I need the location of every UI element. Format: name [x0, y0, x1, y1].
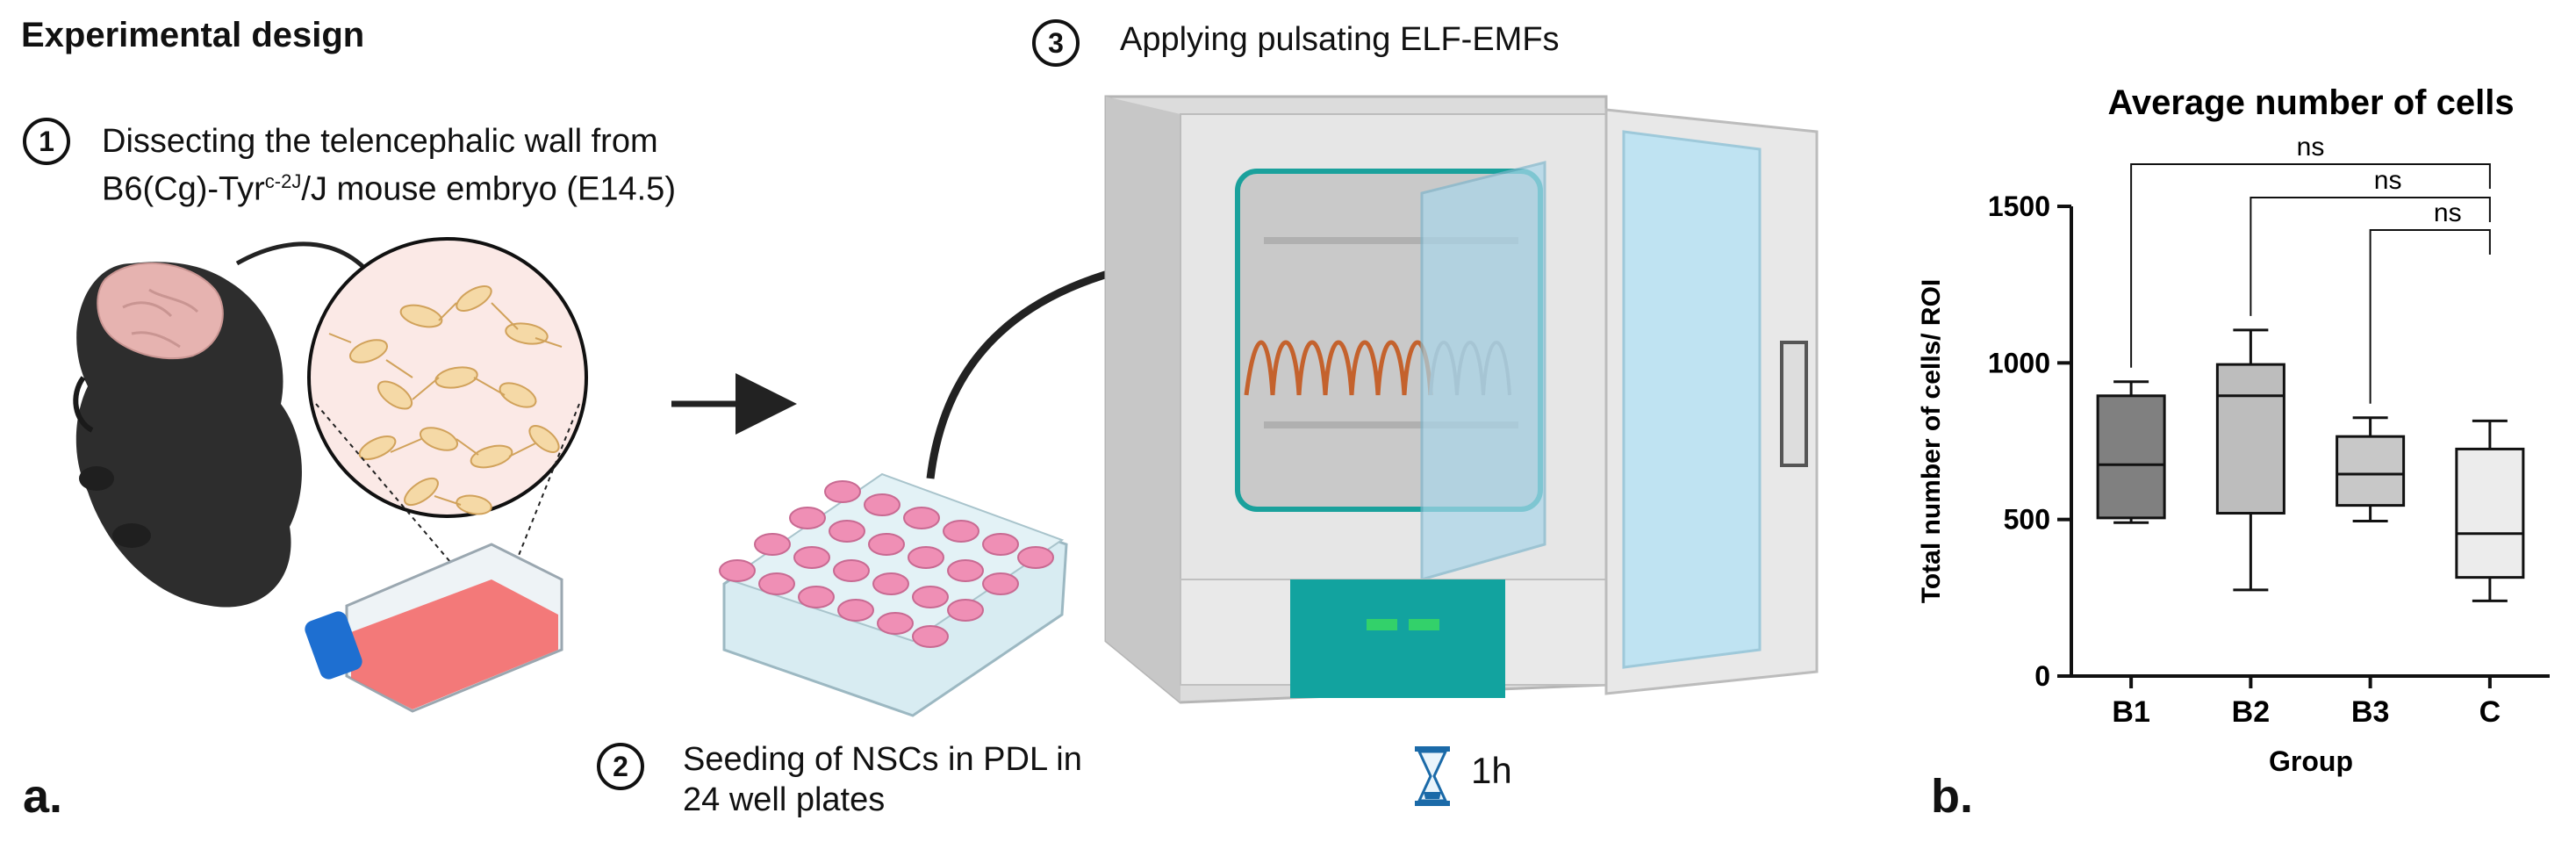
step3-number: 3	[1032, 19, 1080, 67]
boxplot-chart: Average number of cells Total number of …	[1917, 83, 2550, 777]
chart-title: Average number of cells	[2107, 83, 2514, 122]
hourglass-icon	[1415, 746, 1450, 806]
significance-bracket	[2369, 229, 2491, 404]
box-B1	[2096, 394, 2166, 520]
strain-name: B6(Cg)-Tyr	[102, 170, 265, 208]
box-B3	[2336, 435, 2406, 507]
mouse-embryo-icon	[73, 262, 302, 608]
strain-suffix: /J mouse embryo (E14.5)	[301, 170, 676, 208]
x-tick-label: B3	[2351, 695, 2389, 729]
panel-a-label: a.	[23, 770, 63, 823]
duration-text: 1h	[1471, 750, 1512, 791]
figure-title: Experimental design	[21, 16, 365, 54]
x-axis-label: Group	[2269, 745, 2353, 777]
significance-label: ns	[2374, 166, 2402, 195]
y-tick-label: 0	[2034, 660, 2050, 692]
step1-number: 1	[23, 118, 70, 165]
step3-text: Applying pulsating ELF-EMFs	[1120, 21, 1560, 58]
box-C	[2455, 447, 2525, 579]
step2-line1: Seeding of NSCs in PDL in	[683, 741, 1082, 778]
x-tick-label: B2	[2232, 695, 2270, 729]
step2-line2: 24 well plates	[683, 781, 886, 818]
step1-line2: B6(Cg)-Tyrc-2J/J mouse embryo (E14.5)	[102, 162, 676, 210]
panel-b-label: b.	[1931, 770, 1973, 823]
y-tick-label: 1000	[1988, 347, 2050, 378]
step2-text: Seeding of NSCs in PDL in 24 well plates	[683, 739, 1082, 820]
x-tick-label: C	[2479, 695, 2501, 729]
significance-bracket	[2250, 197, 2491, 316]
significance-bracket	[2130, 163, 2491, 368]
y-tick-label: 1500	[1988, 191, 2050, 222]
experiment-illustration	[73, 95, 1819, 806]
strain-superscript: c-2J	[264, 170, 302, 192]
x-tick-label: B1	[2112, 695, 2149, 729]
step2-number: 2	[597, 743, 644, 790]
significance-label: ns	[2297, 133, 2325, 162]
box-B2	[2215, 363, 2285, 515]
step1-line1: Dissecting the telencephalic wall from	[102, 123, 658, 160]
step1-text: Dissecting the telencephalic wall from B…	[102, 121, 676, 210]
culture-flask-icon	[305, 543, 563, 713]
well-plate-icon	[719, 472, 1068, 717]
neural-stem-cells-magnified	[307, 237, 588, 518]
y-tick-label: 500	[2004, 504, 2050, 536]
coil-icon	[1244, 340, 1433, 396]
control-panel	[1290, 579, 1505, 698]
incubator-icon	[1104, 95, 1819, 704]
y-axis-label: Total number of cells/ ROI	[1917, 279, 1946, 604]
significance-label: ns	[2434, 198, 2462, 227]
